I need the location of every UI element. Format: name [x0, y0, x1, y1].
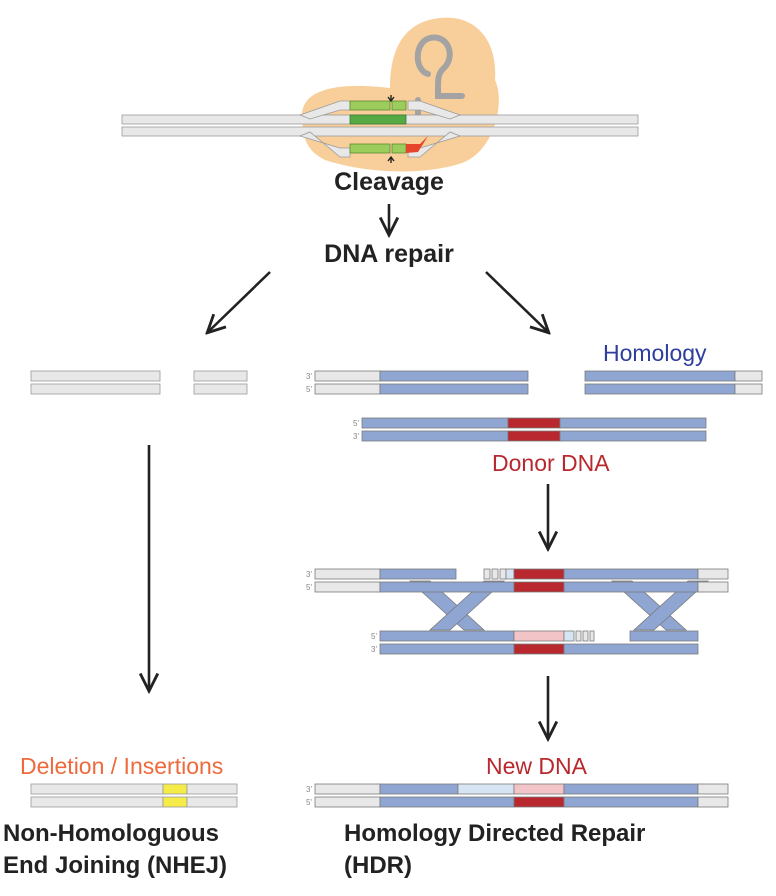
end-label-5prime: 5' [353, 419, 359, 428]
end-label-5prime: 5' [306, 385, 312, 394]
protospacer-top [349, 100, 391, 111]
dna-repair-label: DNA repair [324, 240, 454, 268]
crossover-strands [408, 580, 710, 631]
homology-label: Homology [603, 340, 707, 366]
donor-dna [361, 417, 707, 442]
cut-marker-top [387, 95, 395, 103]
nhej-title-line1: Non-Homologuous [3, 820, 219, 847]
arrows [149, 204, 548, 738]
strand-end-labels: 3' 5' 5' 3' 3' 5' 5' 3' 3' 5' [306, 372, 377, 807]
cleavage-label: Cleavage [334, 168, 444, 196]
end-label-3prime: 3' [306, 785, 312, 794]
hdr-title: Homology Directed Repair (HDR) [344, 818, 645, 882]
arrow-to-hdr [485, 271, 548, 332]
arrow-to-nhej [208, 271, 271, 332]
new-dna-label: New DNA [486, 753, 587, 779]
target-dna-duplex [121, 95, 639, 163]
end-label-3prime: 3' [306, 372, 312, 381]
nhej-title: Non-Homologuous End Joining (NHEJ) [3, 818, 227, 882]
pam-site [406, 136, 428, 153]
end-label-5prime: 5' [306, 583, 312, 592]
hdr-new-dna [314, 783, 729, 808]
crossover-top-duplex [314, 568, 729, 593]
hdr-title-line1: Homology Directed Repair [344, 820, 646, 847]
hdr-broken-target [314, 370, 763, 395]
end-label-5prime: 5' [371, 632, 377, 641]
cut-marker-bottom [387, 155, 395, 163]
nhej-broken-dna [30, 370, 248, 395]
guide-rna-spacer [349, 114, 407, 125]
end-label-3prime: 3' [371, 645, 377, 654]
end-label-3prime: 3' [306, 570, 312, 579]
donor-dna-label: Donor DNA [492, 450, 610, 476]
end-label-5prime: 5' [306, 798, 312, 807]
deletion-insertions-label: Deletion / Insertions [20, 753, 224, 779]
crossover-bottom-duplex [379, 630, 699, 655]
nhej-title-line2: End Joining (NHEJ) [3, 852, 227, 879]
end-label-3prime: 3' [353, 432, 359, 441]
nhej-repaired-dna [30, 783, 238, 808]
hdr-title-line2: (HDR) [344, 852, 412, 879]
